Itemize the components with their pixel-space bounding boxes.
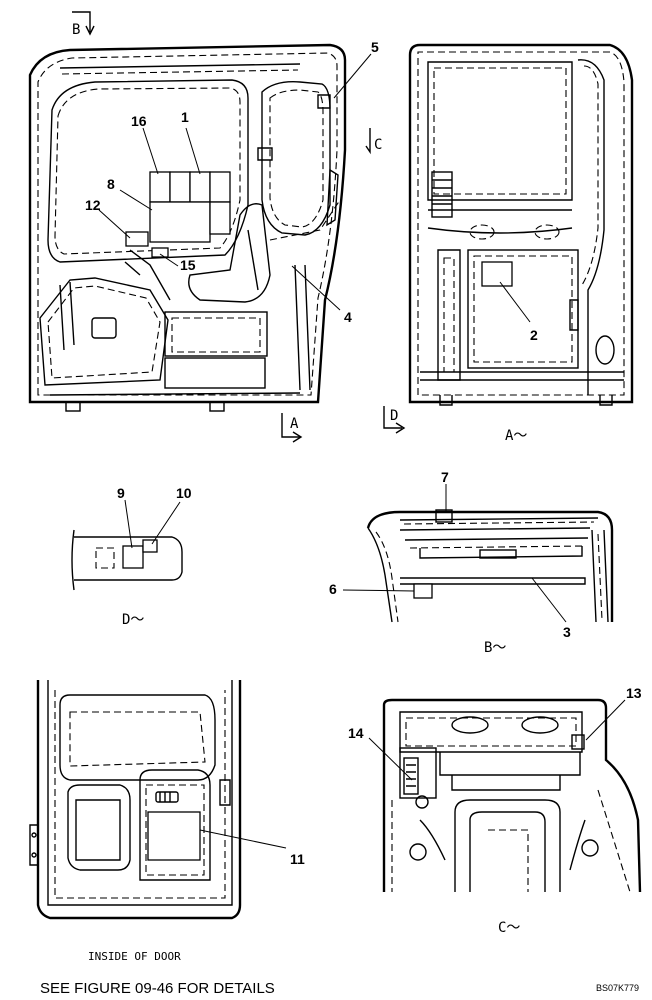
callout-8: 8 [107, 176, 115, 192]
callout-5: 5 [371, 39, 379, 55]
callout-14: 14 [348, 725, 364, 741]
inside-door-drawing [29, 680, 242, 920]
view-c-title: C～ [498, 920, 520, 936]
view-titles: A～ B～ C～ D～ [122, 428, 527, 936]
callout-16: 16 [131, 113, 147, 129]
leader-lines [98, 53, 626, 849]
callout-10: 10 [176, 485, 192, 501]
callout-2: 2 [530, 327, 538, 343]
view-b-title: B～ [484, 640, 506, 656]
view-marker-b-label: B [72, 22, 80, 38]
view-c-drawing [382, 698, 642, 893]
view-marker-d: D [383, 406, 406, 434]
callout-13: 13 [626, 685, 642, 701]
view-marker-d-label: D [390, 408, 398, 424]
view-marker-a-label: A [290, 416, 299, 432]
cab-side-view [28, 43, 347, 412]
footer-note: SEE FIGURE 09-46 FOR DETAILS [40, 980, 275, 997]
view-marker-b: B [72, 11, 95, 38]
drawing-code: BS07K779 [596, 983, 639, 993]
view-a-title: A～ [505, 428, 527, 444]
view-marker-a: A [281, 413, 303, 443]
view-marker-c-label: C [374, 137, 382, 153]
view-a-drawing [408, 43, 634, 406]
inside-door-label: INSIDE OF DOOR [88, 950, 181, 963]
callout-9: 9 [117, 485, 125, 501]
callout-7: 7 [441, 469, 449, 485]
view-d-title: D～ [122, 612, 144, 628]
callout-15: 15 [180, 257, 196, 273]
callout-12: 12 [85, 197, 101, 213]
callout-1: 1 [181, 109, 189, 125]
callout-4: 4 [344, 309, 352, 325]
callout-6: 6 [329, 581, 337, 597]
view-b-drawing [366, 509, 614, 623]
callout-numbers: 1 2 3 4 5 6 7 8 9 10 11 12 13 14 15 16 [85, 39, 642, 867]
view-marker-c: C [365, 128, 382, 155]
callout-11: 11 [290, 851, 305, 867]
callout-3: 3 [563, 624, 571, 640]
view-d-drawing [71, 529, 183, 591]
